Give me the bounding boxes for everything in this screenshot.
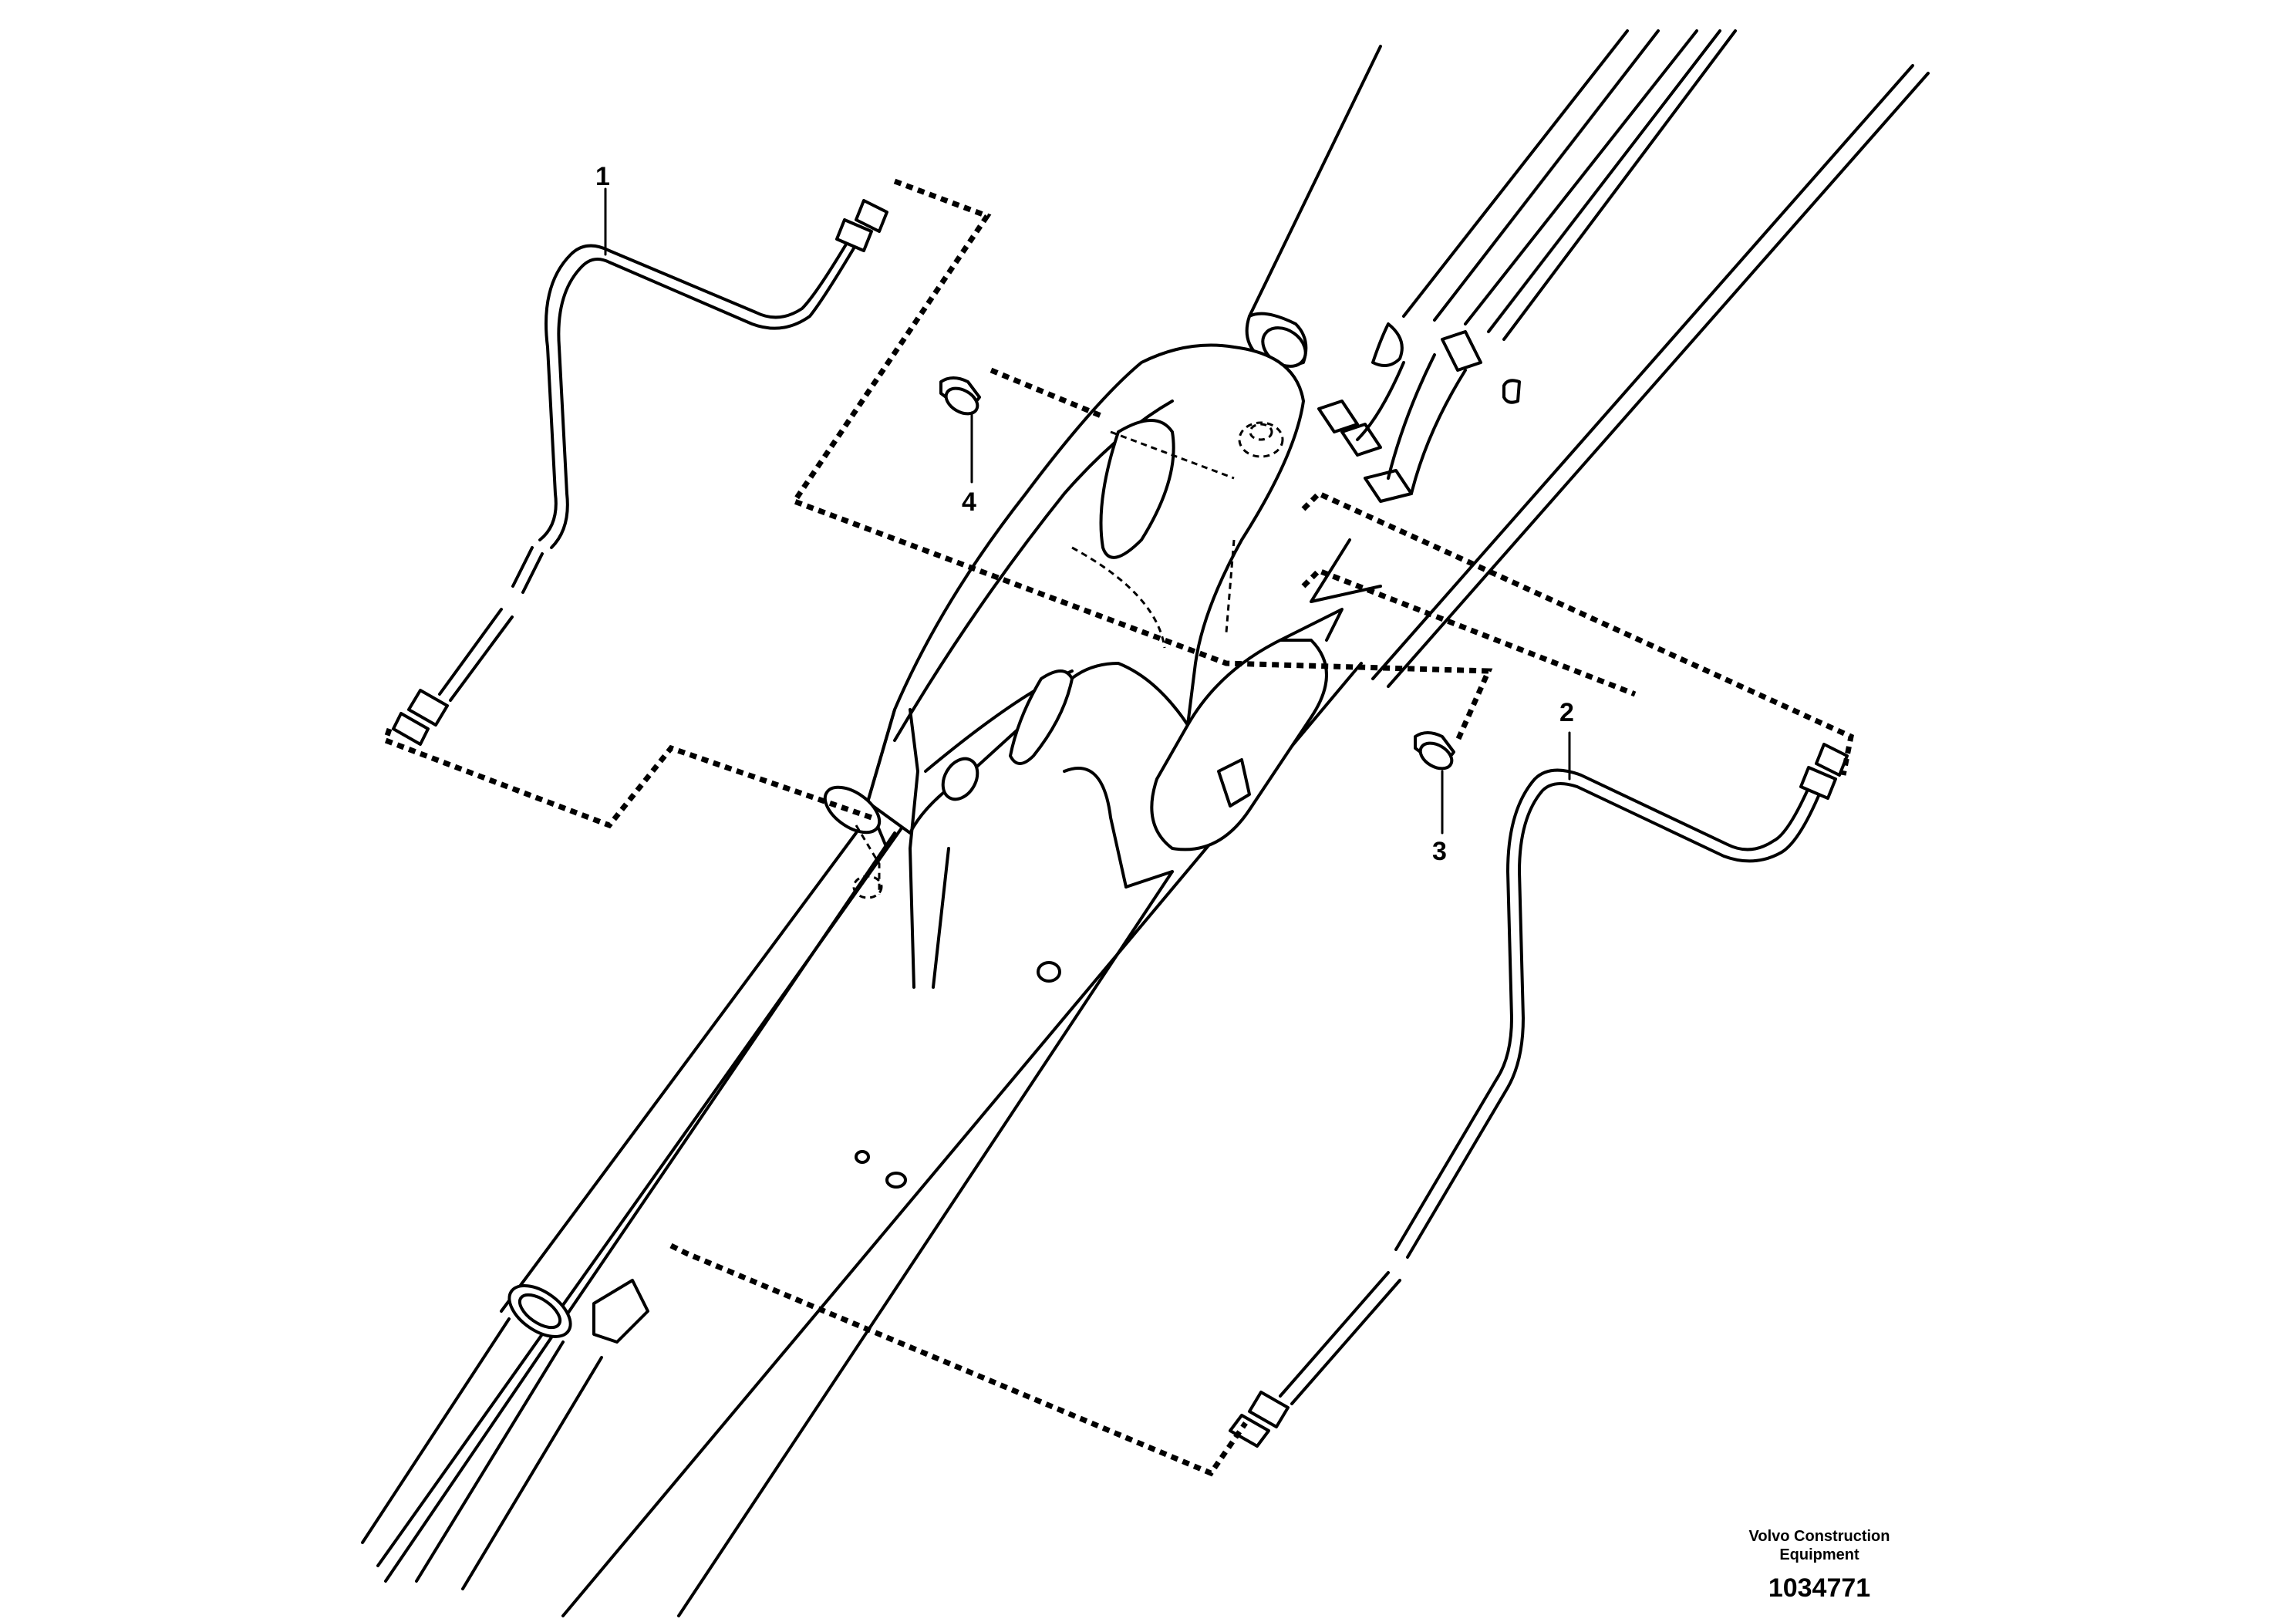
brand-line-1: Volvo Construction — [1748, 1528, 1890, 1545]
part-number: 1034771 — [1768, 1573, 1871, 1603]
plug-4 — [939, 376, 981, 416]
callout-leaders — [604, 187, 1571, 835]
pipe-1 — [392, 199, 888, 746]
callout-3: 3 — [1432, 837, 1447, 866]
connection-lines — [382, 178, 1854, 1477]
callout-2: 2 — [1559, 698, 1574, 727]
callout-1: 1 — [595, 162, 610, 191]
brand-line-2: Equipment — [1779, 1546, 1859, 1563]
plug-3 — [1414, 731, 1455, 771]
linkage-body — [855, 343, 1344, 1189]
boom-outline — [361, 29, 1930, 1617]
callout-4: 4 — [962, 487, 976, 517]
brand-label: Volvo Construction Equipment — [1719, 1527, 1920, 1564]
pipe-2 — [1229, 743, 1849, 1448]
lower-cylinder-end — [507, 785, 883, 1344]
upper-fittings — [1310, 322, 1521, 603]
